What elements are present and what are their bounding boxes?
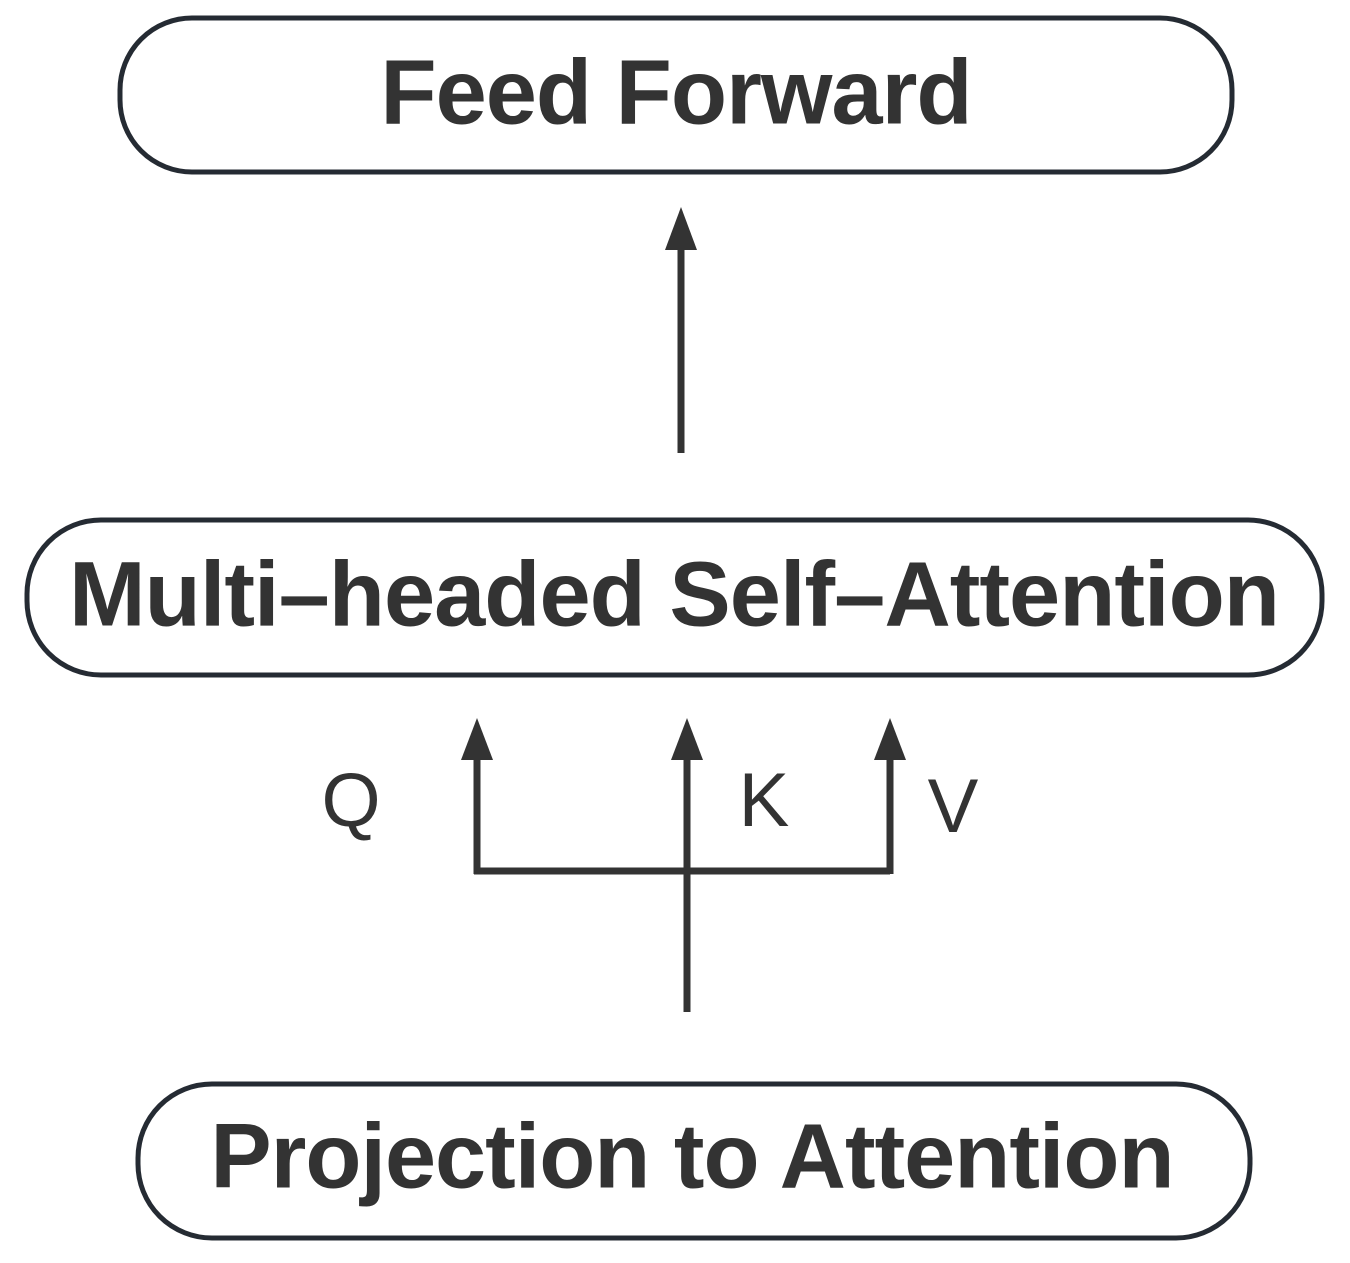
edge-key-arrowhead [671,718,703,760]
node-projection-to-attention[interactable]: Projection to Attention [135,1081,1253,1241]
edge-attention-to-feed-forward-arrowhead [665,207,697,250]
node-multi-headed-self-attention-shape [24,517,1325,678]
edge-label-key: K [739,758,790,843]
edge-query-arrowhead [461,718,493,760]
edge-key [671,718,703,874]
edge-value-arrowhead [874,718,906,760]
edge-query [461,718,493,874]
node-feed-forward-label: Feed Forward [380,41,971,143]
edge-attention-to-feed-forward [665,207,697,453]
node-multi-headed-self-attention[interactable]: Multi–headed Self–Attention [24,517,1325,678]
node-multi-headed-self-attention-label: Multi–headed Self–Attention [69,543,1279,645]
edge-label-query: Q [321,758,380,843]
node-projection-to-attention-shape [135,1081,1253,1241]
edge-group-qkv: Q K V [321,718,979,1012]
node-feed-forward-shape [117,15,1235,175]
edge-value [874,718,906,874]
node-projection-to-attention-label: Projection to Attention [210,1105,1173,1207]
node-feed-forward[interactable]: Feed Forward [117,15,1235,175]
edge-label-value: V [928,764,979,849]
